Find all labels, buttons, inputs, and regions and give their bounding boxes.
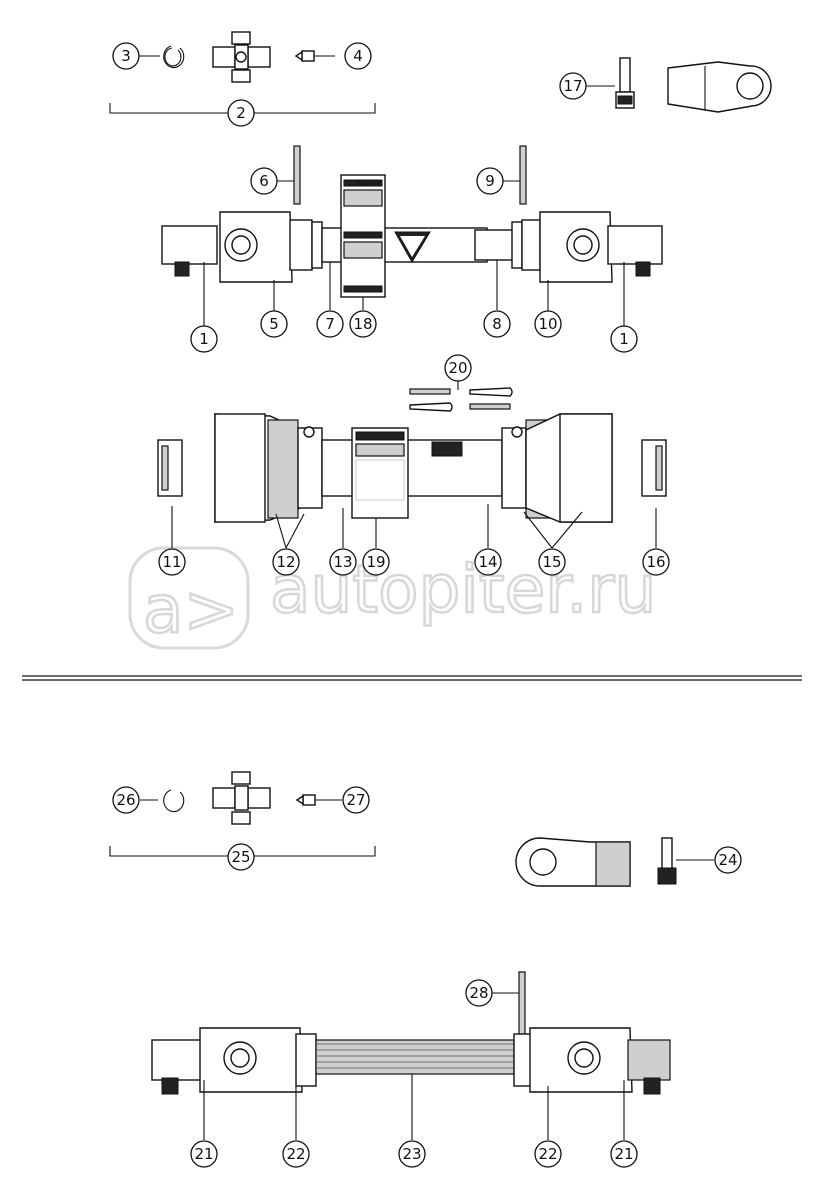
cross-kit-part xyxy=(212,31,271,83)
callout-2: 2 xyxy=(227,99,255,127)
callout-11: 11 xyxy=(158,548,186,576)
callout-7: 7 xyxy=(316,310,344,338)
callout-number: 7 xyxy=(325,315,335,333)
cross-kit-part-lower xyxy=(212,771,271,825)
callout-number: 22 xyxy=(286,1145,305,1163)
end-clip-left xyxy=(157,439,183,497)
pin-part-lower xyxy=(518,971,526,1039)
callout-17: 17 xyxy=(559,72,587,100)
callout-number: 6 xyxy=(259,172,269,190)
pin-part xyxy=(293,145,301,205)
callout-9: 9 xyxy=(476,167,504,195)
callout-number: 24 xyxy=(718,851,737,869)
callout-22-left: 22 xyxy=(282,1140,310,1168)
danger-sticker-large xyxy=(351,427,409,519)
yoke-part xyxy=(667,61,772,113)
callout-number: 5 xyxy=(269,315,279,333)
callout-18: 18 xyxy=(349,310,377,338)
callout-10: 10 xyxy=(534,310,562,338)
callout-number: 12 xyxy=(276,553,295,571)
callout-number: 26 xyxy=(116,791,135,809)
callout-number: 3 xyxy=(121,47,131,65)
callout-27: 27 xyxy=(342,786,370,814)
callout-number: 13 xyxy=(333,553,352,571)
driveshaft-guard-assembly xyxy=(214,413,613,523)
callout-8: 8 xyxy=(483,310,511,338)
pin-part xyxy=(519,145,527,205)
callout-number: 21 xyxy=(614,1145,633,1163)
callout-number: 27 xyxy=(346,791,365,809)
callout-26: 26 xyxy=(112,786,140,814)
safety-chain-pins xyxy=(409,380,513,412)
callout-number: 17 xyxy=(563,77,582,95)
callout-number: 19 xyxy=(366,553,385,571)
callout-number: 21 xyxy=(194,1145,213,1163)
yoke-part-lower xyxy=(515,837,631,887)
callout-number: 14 xyxy=(478,553,497,571)
callout-28: 28 xyxy=(465,979,493,1007)
callout-24: 24 xyxy=(714,846,742,874)
callout-6: 6 xyxy=(250,167,278,195)
callout-number: 28 xyxy=(469,984,488,1002)
callout-1-right: 1 xyxy=(610,325,638,353)
callout-20: 20 xyxy=(444,354,472,382)
danger-label: DANGER xyxy=(356,181,382,188)
callout-number: 8 xyxy=(492,315,502,333)
callout-21-left: 21 xyxy=(190,1140,218,1168)
circlip-part xyxy=(163,45,185,69)
watermark-logo: a> xyxy=(143,571,239,648)
callout-4: 4 xyxy=(344,42,372,70)
callout-16: 16 xyxy=(642,548,670,576)
watermark: a> autopiter.ru xyxy=(128,546,658,650)
callout-number: 25 xyxy=(231,848,250,866)
end-clip-right xyxy=(641,439,667,497)
callout-13: 13 xyxy=(329,548,357,576)
callout-15: 15 xyxy=(538,548,566,576)
callout-23: 23 xyxy=(398,1140,426,1168)
callout-number: 15 xyxy=(542,553,561,571)
callout-5: 5 xyxy=(260,310,288,338)
callout-21-right: 21 xyxy=(610,1140,638,1168)
bolt-part-lower xyxy=(657,837,714,885)
callout-1-left: 1 xyxy=(190,325,218,353)
callout-25: 25 xyxy=(227,843,255,871)
grease-nipple-part-lower xyxy=(295,794,342,806)
circlip-part-lower xyxy=(163,789,185,813)
danger-sticker: DANGER xyxy=(340,174,386,298)
callout-19: 19 xyxy=(362,548,390,576)
callout-22-right: 22 xyxy=(534,1140,562,1168)
watermark-text: autopiter.ru xyxy=(270,551,656,628)
callout-number: 23 xyxy=(402,1145,421,1163)
callout-number: 22 xyxy=(538,1145,557,1163)
callout-number: 9 xyxy=(485,172,495,190)
callout-14: 14 xyxy=(474,548,502,576)
callout-number: 16 xyxy=(646,553,665,571)
callout-3: 3 xyxy=(112,42,140,70)
grease-nipple-part xyxy=(294,50,335,62)
callout-number: 4 xyxy=(353,47,363,65)
callout-number: 1 xyxy=(199,330,209,348)
watermark-logo-frame xyxy=(128,546,250,650)
bolt-part xyxy=(586,57,635,109)
callout-number: 20 xyxy=(448,359,467,377)
callout-number: 11 xyxy=(162,553,181,571)
callout-12: 12 xyxy=(272,548,300,576)
callout-number: 18 xyxy=(353,315,372,333)
driveshaft-assembly-top xyxy=(161,211,663,283)
driveshaft-assembly-bottom xyxy=(151,1027,671,1095)
callout-number: 10 xyxy=(538,315,557,333)
callout-number: 2 xyxy=(236,104,246,122)
callout-number: 1 xyxy=(619,330,629,348)
